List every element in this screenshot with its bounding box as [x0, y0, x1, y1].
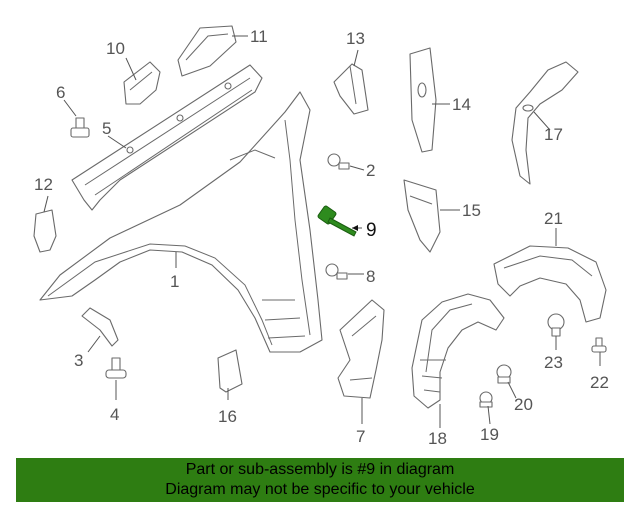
- part-7-bracket[interactable]: [337, 299, 385, 399]
- part-21-liner[interactable]: [493, 245, 607, 323]
- part-13-bracket[interactable]: [333, 63, 369, 115]
- part-9-bolt[interactable]: [317, 205, 357, 237]
- callout-9: 9: [366, 220, 377, 241]
- banner-line-disclaimer: Diagram may not be specific to your vehi…: [165, 481, 475, 498]
- callout-16: 16: [218, 407, 237, 426]
- callout-19: 19: [480, 425, 499, 444]
- parts-diagram: 1 2 3 4 5 6 7 8 9 10 11 12 13 14 15 16 1…: [33, 25, 609, 448]
- part-18-wheel-liner[interactable]: [411, 293, 505, 409]
- part-11-bracket[interactable]: [177, 25, 237, 77]
- part-6-bolt[interactable]: [70, 117, 90, 138]
- callout-22: 22: [590, 373, 609, 392]
- leader-lines: [43, 35, 601, 428]
- callout-18: 18: [428, 429, 447, 448]
- callout-7: 7: [356, 427, 365, 446]
- part-20-clip[interactable]: [496, 364, 512, 384]
- callout-5: 5: [102, 119, 111, 138]
- callout-12: 12: [34, 175, 53, 194]
- part-14-seal[interactable]: [409, 47, 437, 153]
- part-16-pad[interactable]: [217, 349, 243, 393]
- callout-15: 15: [462, 201, 481, 220]
- part-19-clip[interactable]: [479, 391, 493, 408]
- callout-4: 4: [110, 405, 119, 424]
- part-17-bracket[interactable]: [511, 61, 579, 185]
- part-3-bracket[interactable]: [81, 307, 119, 347]
- callout-2: 2: [366, 161, 375, 180]
- info-banner: Part or sub-assembly is #9 in diagram Di…: [16, 458, 624, 502]
- callout-21: 21: [544, 209, 563, 228]
- banner-line-part-number: Part or sub-assembly is #9 in diagram: [185, 461, 455, 478]
- callout-17: 17: [544, 125, 563, 144]
- part-12-bracket[interactable]: [33, 209, 57, 253]
- callout-14: 14: [452, 95, 471, 114]
- part-8-screw[interactable]: [325, 263, 348, 280]
- callout-3: 3: [74, 351, 83, 370]
- part-10-bracket[interactable]: [123, 61, 161, 105]
- part-5-upper-rail[interactable]: [71, 64, 263, 211]
- callout-10: 10: [106, 39, 125, 58]
- part-22-bolt[interactable]: [591, 337, 607, 353]
- part-15-plate[interactable]: [403, 179, 441, 253]
- callout-11: 11: [250, 27, 268, 46]
- part-23-push-clip[interactable]: [547, 313, 565, 337]
- callout-13: 13: [346, 29, 365, 48]
- callout-8: 8: [366, 267, 375, 286]
- callout-1: 1: [170, 272, 179, 291]
- callout-20: 20: [514, 395, 533, 414]
- part-4-clip[interactable]: [105, 357, 127, 379]
- part-2-screw[interactable]: [327, 153, 350, 170]
- callout-23: 23: [544, 353, 563, 372]
- callout-6: 6: [56, 83, 65, 102]
- part-1-fender[interactable]: [39, 91, 323, 353]
